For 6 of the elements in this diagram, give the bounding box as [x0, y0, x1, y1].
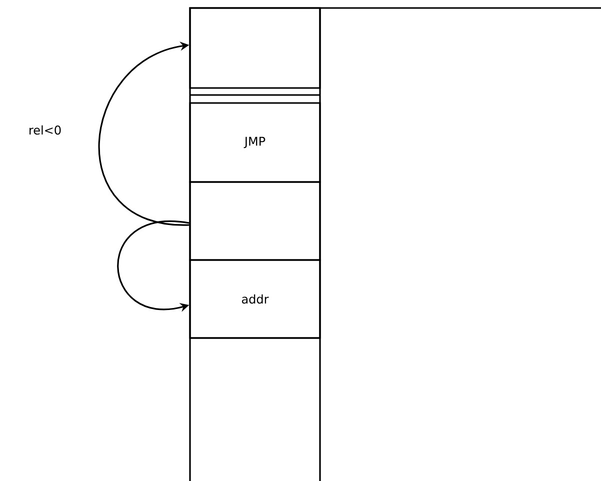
memory-cell: [189, 7, 321, 89]
edge-label: rel<0: [27, 124, 63, 136]
memory-cell: addr: [189, 259, 321, 339]
curved-arrow: [98, 42, 190, 226]
memory-cell: [189, 181, 321, 261]
memory-cell: JMP: [189, 102, 321, 183]
